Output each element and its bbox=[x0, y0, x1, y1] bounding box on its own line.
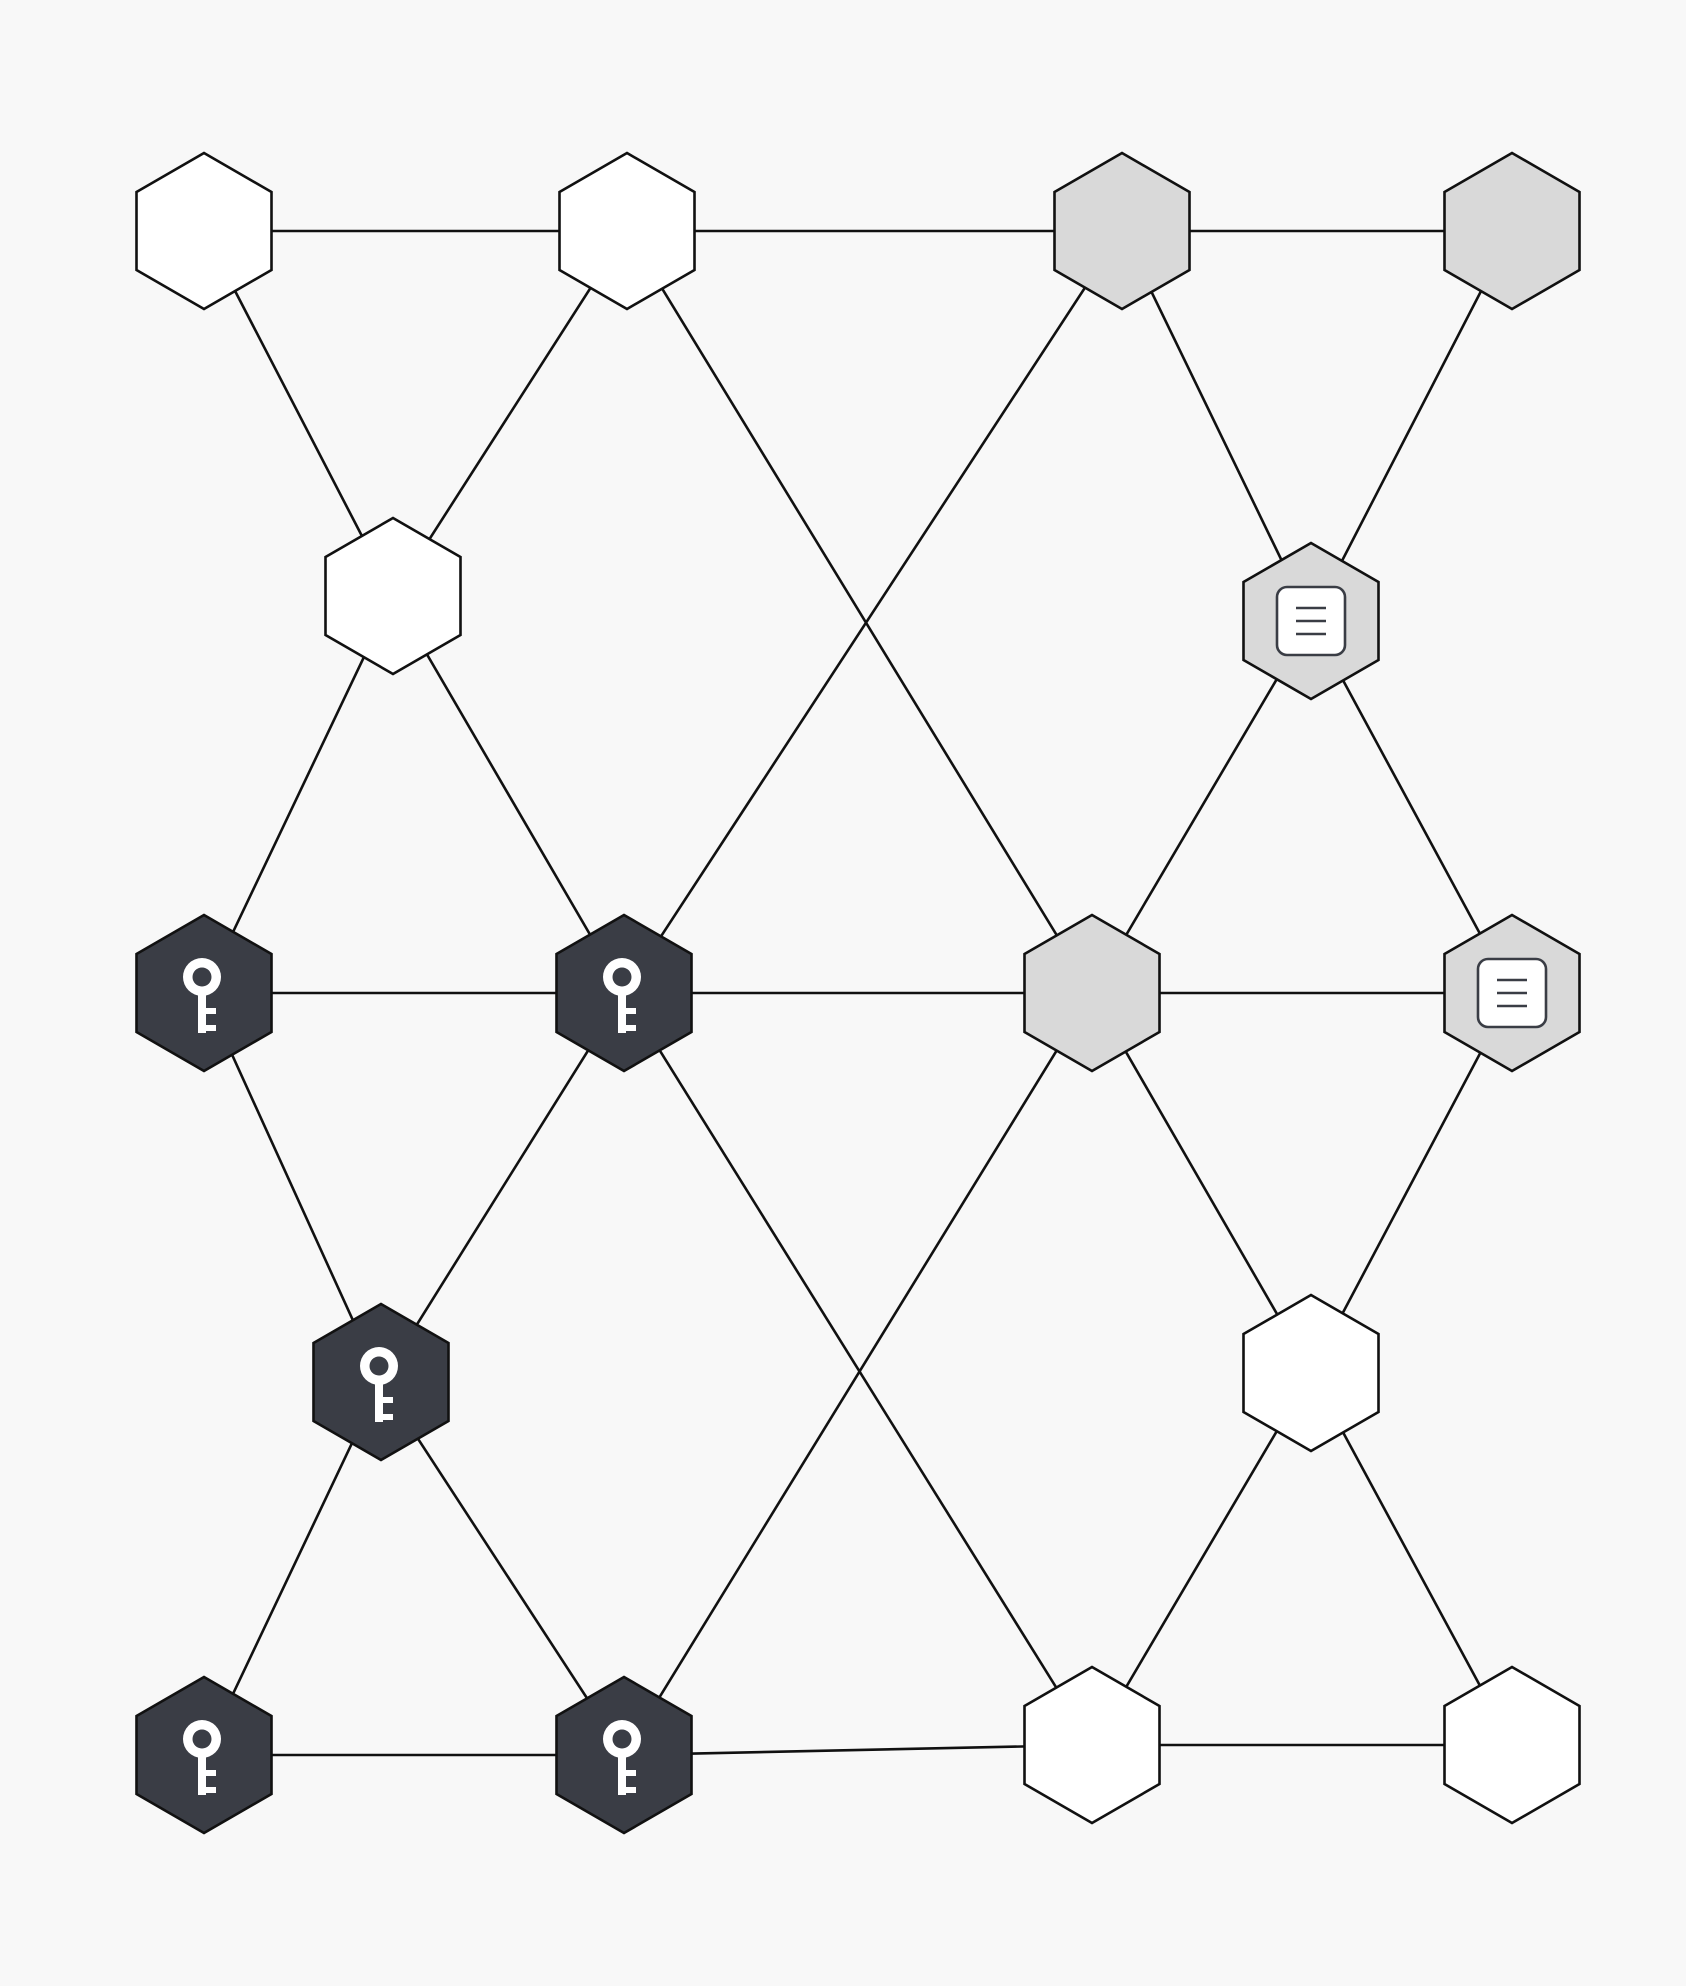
node-n3 bbox=[1053, 151, 1191, 311]
hexagon-node bbox=[1053, 151, 1191, 311]
node-n16 bbox=[1443, 1665, 1581, 1825]
edge-n11-n14 bbox=[379, 1381, 626, 1756]
node-n11 bbox=[312, 1302, 450, 1462]
hexagon-node bbox=[324, 516, 462, 676]
node-n8 bbox=[555, 913, 693, 1073]
key-tooth bbox=[626, 1025, 636, 1031]
hexagon-node bbox=[1023, 913, 1161, 1073]
edge-n10-n12 bbox=[1309, 992, 1514, 1374]
edge-n5-n7 bbox=[202, 595, 395, 994]
key-hole bbox=[192, 1729, 212, 1749]
node-n9 bbox=[1023, 913, 1161, 1073]
edge-n7-n11 bbox=[202, 992, 383, 1383]
key-hole bbox=[369, 1356, 389, 1376]
key-icon bbox=[360, 1347, 398, 1422]
node-n15 bbox=[1023, 1665, 1161, 1825]
key-shaft bbox=[198, 991, 206, 1033]
node-n14 bbox=[555, 1675, 693, 1835]
edge-n9-n12 bbox=[1090, 992, 1313, 1374]
node-n6 bbox=[1242, 541, 1380, 701]
key-icon bbox=[603, 1720, 641, 1795]
edge-n14-n15 bbox=[623, 1743, 1093, 1757]
key-tooth bbox=[383, 1397, 393, 1403]
edge-n9-n14 bbox=[622, 992, 1094, 1756]
node-n10 bbox=[1443, 913, 1581, 1073]
key-shaft bbox=[618, 1753, 626, 1795]
edge-n12-n15 bbox=[1090, 1372, 1313, 1746]
key-shaft bbox=[375, 1380, 383, 1422]
edge-n6-n10 bbox=[1309, 620, 1514, 994]
key-tooth bbox=[206, 1025, 216, 1031]
key-shaft bbox=[618, 991, 626, 1033]
document-icon bbox=[1275, 585, 1347, 657]
hexagon-node bbox=[135, 151, 273, 311]
key-tooth bbox=[206, 1787, 216, 1793]
edge-n3-n8 bbox=[622, 230, 1124, 994]
edge-n8-n15 bbox=[622, 992, 1094, 1746]
edge-n8-n11 bbox=[379, 992, 626, 1383]
key-tooth bbox=[206, 1770, 216, 1776]
hexagon-node bbox=[1242, 1293, 1380, 1453]
key-shaft bbox=[198, 1753, 206, 1795]
node-n4 bbox=[1443, 151, 1581, 311]
document-icon bbox=[1476, 957, 1548, 1029]
key-icon bbox=[183, 1720, 221, 1795]
node-n12 bbox=[1242, 1293, 1380, 1453]
key-tooth bbox=[383, 1414, 393, 1420]
key-tooth bbox=[626, 1787, 636, 1793]
node-n13 bbox=[135, 1675, 273, 1835]
hexagon-node bbox=[1023, 1665, 1161, 1825]
edge-n12-n16 bbox=[1309, 1372, 1514, 1746]
node-n2 bbox=[558, 151, 696, 311]
node-n1 bbox=[135, 151, 273, 311]
hexagon-node bbox=[1443, 151, 1581, 311]
hexagon-node bbox=[1443, 1665, 1581, 1825]
edge-n5-n8 bbox=[391, 595, 626, 994]
edge-n2-n5 bbox=[391, 230, 629, 597]
key-hole bbox=[612, 1729, 632, 1749]
nodes-layer bbox=[135, 151, 1581, 1835]
hexagon-node bbox=[558, 151, 696, 311]
key-tooth bbox=[626, 1008, 636, 1014]
key-tooth bbox=[206, 1008, 216, 1014]
key-hole bbox=[192, 967, 212, 987]
edge-n3-n6 bbox=[1120, 230, 1313, 622]
edge-n2-n9 bbox=[625, 230, 1094, 994]
edge-n6-n9 bbox=[1090, 620, 1313, 994]
key-hole bbox=[612, 967, 632, 987]
key-tooth bbox=[626, 1770, 636, 1776]
edge-n4-n6 bbox=[1309, 230, 1514, 622]
key-icon bbox=[183, 958, 221, 1033]
node-n7 bbox=[135, 913, 273, 1073]
key-icon bbox=[603, 958, 641, 1033]
node-n5 bbox=[324, 516, 462, 676]
